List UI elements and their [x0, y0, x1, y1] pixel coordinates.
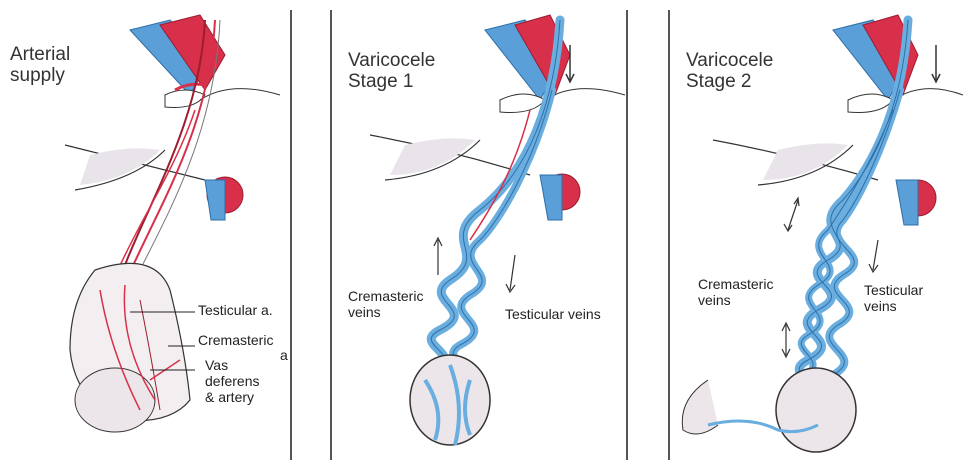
varicocele-stage-2-illustration — [681, 14, 964, 453]
panel-border-left — [668, 10, 670, 460]
panel-divider — [290, 10, 292, 460]
arterial-supply-illustration — [64, 14, 281, 433]
panel-arterial-supply: Arterial supply Testicular a. Cremasteri… — [0, 0, 292, 474]
label-testicular-veins: Testicular veins — [505, 306, 601, 322]
label-testicular-artery: Testicular a. — [198, 302, 273, 318]
panel-title: Varicocele Stage 2 — [686, 50, 774, 92]
label-cremasteric-veins: Cremasteric veins — [348, 288, 424, 320]
panel-varicocele-stage-1: Varicocele Stage 1 Cremasteric veins Tes… — [330, 0, 630, 474]
panel-title: Arterial supply — [10, 44, 71, 86]
label-vas-deferens-artery: Vas deferens & artery — [205, 357, 260, 405]
panel-border-right — [626, 10, 628, 460]
panel-title: Varicocele Stage 1 — [348, 50, 436, 92]
label-testicular-veins: Testicular veins — [864, 282, 924, 314]
panel-border-left — [330, 10, 332, 460]
panel-varicocele-stage-2: Varicocele Stage 2 Cremasteric veins Tes… — [668, 0, 968, 474]
label-cremasteric: Cremasteric — [198, 332, 274, 348]
label-cremasteric-a: a — [280, 347, 288, 363]
label-cremasteric-veins: Cremasteric veins — [698, 276, 774, 308]
varicocele-stage-1-illustration — [369, 14, 626, 446]
